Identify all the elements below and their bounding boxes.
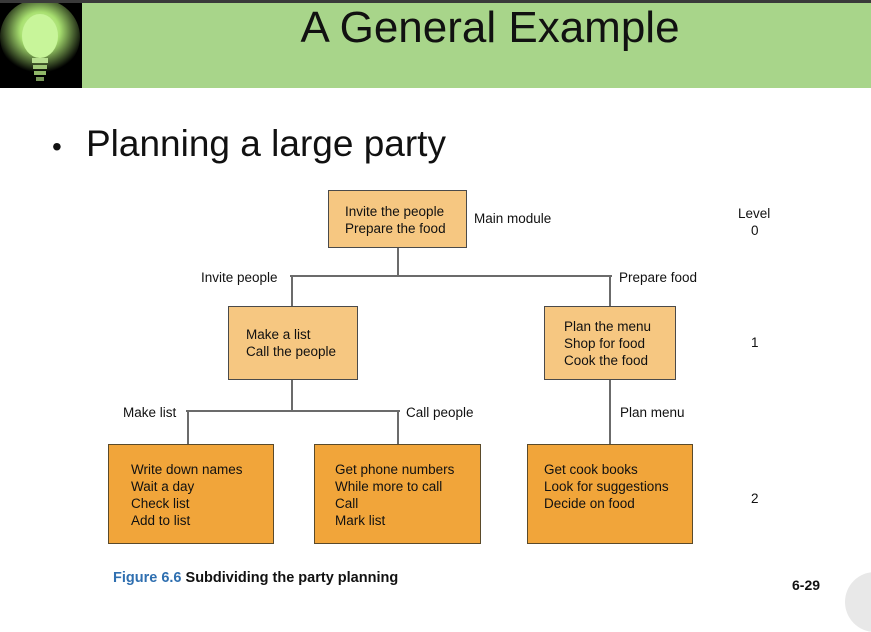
- box-line: Wait a day: [131, 479, 195, 494]
- make-list-box: Make a list Call the people: [228, 306, 358, 380]
- box-line: Prepare the food: [345, 221, 446, 236]
- box-line: Invite the people: [345, 204, 445, 219]
- level-number-2: 2: [751, 491, 759, 506]
- box-line: Call the people: [246, 344, 337, 359]
- level-number-1: 1: [751, 335, 759, 350]
- figure-number: Figure 6.6: [113, 570, 182, 586]
- box-line: Look for suggestions: [544, 479, 669, 494]
- edge-label-call-people: Call people: [406, 405, 474, 420]
- main-module-label: Main module: [474, 211, 552, 226]
- top-border-line: [0, 0, 871, 3]
- tree-connectors: [186, 248, 612, 444]
- figure-caption: Figure 6.6 Subdividing the party plannin…: [113, 570, 398, 586]
- box-line: Get cook books: [544, 462, 638, 477]
- get-cook-books-box: Get cook books Look for suggestions Deci…: [527, 444, 693, 544]
- bullet-text: Planning a large party: [86, 123, 446, 164]
- plan-menu-box: Plan the menu Shop for food Cook the foo…: [544, 306, 676, 380]
- main-module-box: Invite the people Prepare the food: [328, 190, 467, 248]
- bullet-dot: •: [52, 131, 62, 162]
- box-line: Write down names: [131, 462, 243, 477]
- box-line: Add to list: [131, 513, 191, 528]
- box-line: Make a list: [246, 327, 311, 342]
- figure-caption-text: Subdividing the party planning: [185, 570, 399, 586]
- edge-label-invite-people: Invite people: [201, 270, 278, 285]
- box-line: Plan the menu: [564, 319, 652, 334]
- box-line: While more to call: [335, 479, 443, 494]
- box-line: Check list: [131, 496, 190, 511]
- edge-label-make-list: Make list: [123, 405, 177, 420]
- box-line: Mark list: [335, 513, 386, 528]
- page-number: 6-29: [792, 577, 821, 593]
- box-line: Shop for food: [564, 336, 646, 351]
- get-phone-numbers-box: Get phone numbers While more to call Cal…: [314, 444, 481, 544]
- box-line: Cook the food: [564, 353, 649, 368]
- edge-label-prepare-food: Prepare food: [619, 270, 698, 285]
- level-number-0: 0: [751, 223, 759, 238]
- box-line: Call: [335, 496, 359, 511]
- edge-label-plan-menu: Plan menu: [620, 405, 685, 420]
- box-line: Get phone numbers: [335, 462, 455, 477]
- level-header: Level: [738, 206, 771, 221]
- write-down-names-box: Write down names Wait a day Check list A…: [108, 444, 274, 544]
- slide-title: A General Example: [300, 3, 680, 52]
- title-banner: [0, 3, 871, 88]
- box-line: Decide on food: [544, 496, 635, 511]
- lightbulb-logo: [0, 3, 82, 88]
